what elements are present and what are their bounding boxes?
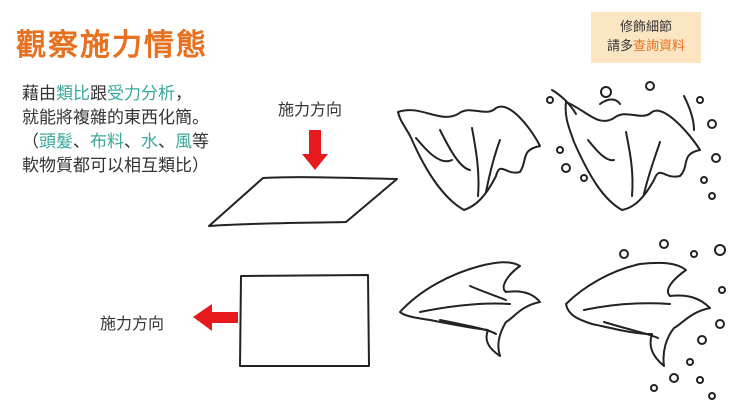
keyword-force-analysis: 受力分析	[107, 84, 175, 104]
keyword-wind: 風	[175, 132, 192, 152]
down-arrow-icon	[302, 130, 328, 170]
note-line-1: 修飾細節	[619, 20, 672, 35]
water-wind-sketch	[565, 239, 726, 400]
keyword-water: 水	[141, 132, 158, 152]
description-line-1: 藉由類比跟受力分析，	[22, 84, 192, 104]
force-direction-label-left: 施力方向	[100, 314, 165, 333]
description-line-4: 軟物質都可以相互類比）	[22, 156, 209, 176]
page-title: 觀察施力情態	[16, 28, 208, 63]
description-line-3: （頭髮、布料、水、風等	[22, 132, 209, 152]
keyword-cloth: 布料	[90, 132, 124, 152]
detail-note: 修飾細節 請多查詢資料	[591, 12, 701, 63]
keyword-hair: 頭髮	[39, 132, 73, 152]
force-direction-label-top: 施力方向	[278, 100, 343, 119]
description-line-2: 就能將複雜的東西化簡。	[22, 108, 209, 128]
note-line-2: 請多查詢資料	[606, 39, 686, 54]
cloth-wind-sketch	[399, 261, 541, 357]
cloth-bowl-sketch	[397, 105, 541, 211]
left-arrow-icon	[193, 304, 238, 331]
description-text: 藉由類比跟受力分析， 就能將複雜的東西化簡。 （頭髮、布料、水、風等 軟物質都可…	[22, 82, 209, 178]
flat-cloth-sketch	[208, 176, 398, 227]
rectangle-sketch	[239, 274, 370, 367]
keyword-analogy: 類比	[56, 84, 90, 104]
note-highlight: 查詢資料	[633, 39, 686, 54]
water-bowl-sketch	[546, 81, 721, 211]
